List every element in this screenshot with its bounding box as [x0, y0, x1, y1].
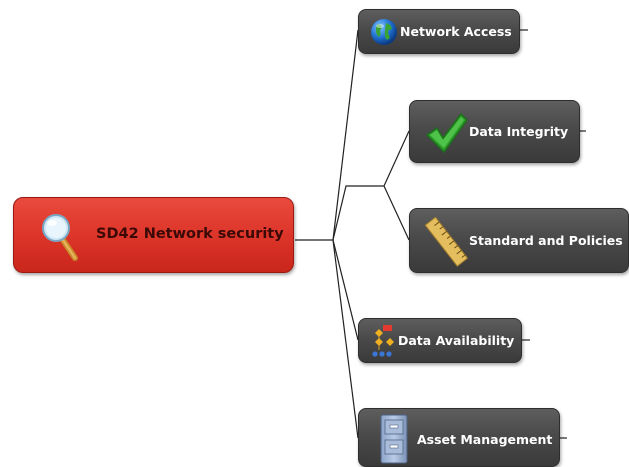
magnifier-icon [41, 212, 81, 266]
connector-standard-policies [383, 185, 410, 241]
checkmark-icon [424, 111, 468, 158]
ruler-icon [422, 216, 470, 270]
topic-label-network-access: Network Access [400, 24, 512, 39]
connector-data-integrity [383, 130, 410, 187]
connector-network-access [332, 29, 359, 241]
topic-network-access[interactable]: Network Access [358, 9, 520, 54]
topic-asset-management[interactable]: Asset Management [358, 408, 560, 467]
org-chart-icon [371, 324, 399, 361]
root-node[interactable]: SD42 Network security [13, 197, 294, 273]
topic-label-data-integrity: Data Integrity [469, 124, 569, 139]
topic-data-availability[interactable]: Data Availability [358, 318, 522, 363]
topic-label-data-availability: Data Availability [398, 333, 515, 348]
globe-icon [369, 17, 399, 50]
topic-standard-policies[interactable]: Standard and Policies [409, 208, 629, 273]
file-cabinet-icon [379, 413, 409, 467]
connector-asset-management [332, 239, 359, 439]
connector-sub-trunk [332, 185, 384, 241]
topic-label-standard-policies: Standard and Policies [469, 233, 623, 248]
root-label: SD42 Network security [96, 226, 284, 242]
topic-label-asset-management: Asset Management [417, 432, 553, 447]
topic-data-integrity[interactable]: Data Integrity [409, 100, 580, 163]
connector-data-availability [332, 239, 359, 341]
